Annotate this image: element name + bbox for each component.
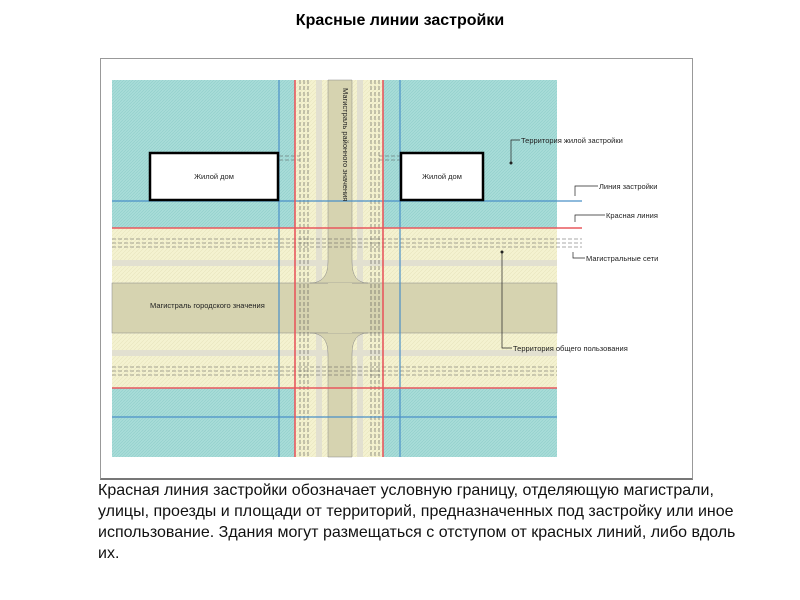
legend-leaders [501,139,605,349]
diagram-frame [100,58,693,480]
house-right [399,151,485,202]
city-road-label: Магистраль городского значения [150,301,265,310]
house-left-label: Жилой дом [194,172,234,181]
district-road-label: Магистраль районного значения [341,88,350,201]
caption-text: Красная линия застройки обозначает услов… [98,482,736,562]
house-left [148,151,280,202]
utility-networks [112,80,582,457]
house-right-label: Жилой дом [422,172,462,181]
slide-title: Красные линии застройки [295,12,505,29]
legend-red-line: Красная линия [606,211,658,220]
legend-building-line: Линия застройки [599,182,657,191]
legend-residential: Территория жилой застройки [521,136,623,145]
legend-public: Территория общего пользования [513,344,628,353]
legend-utilities: Магистральные сети [586,254,658,263]
red-lines [112,80,582,457]
district-road [309,79,369,458]
